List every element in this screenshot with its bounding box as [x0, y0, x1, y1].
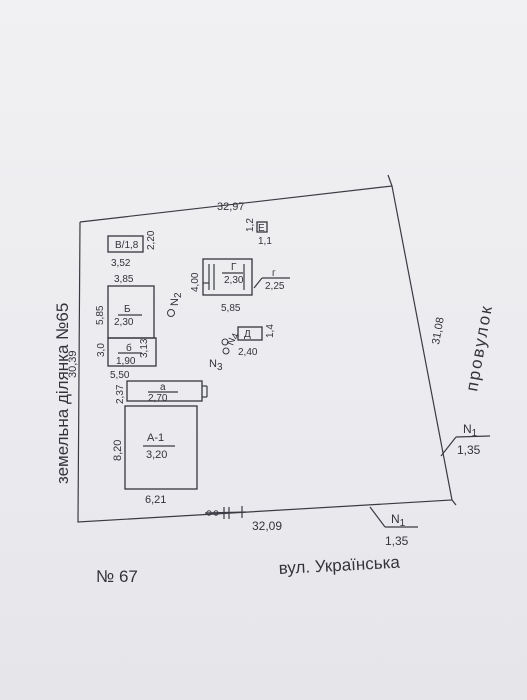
point-n4: N4 [221, 331, 242, 348]
svg-text:1,90: 1,90 [116, 356, 136, 367]
svg-text:2,20: 2,20 [146, 230, 157, 250]
svg-text:1,4: 1,4 [265, 324, 276, 338]
point-nz: N1 1,35 [440, 422, 491, 457]
svg-text:5,85: 5,85 [95, 305, 106, 325]
bottom-length-label: 32,09 [252, 519, 282, 533]
svg-text:1,35: 1,35 [457, 443, 481, 457]
point-n3: N3 [209, 347, 230, 373]
svg-text:3,52: 3,52 [111, 258, 131, 269]
gate-marker [204, 506, 247, 519]
svg-text:8,20: 8,20 [112, 440, 124, 461]
svg-text:а: а [160, 382, 166, 393]
svg-text:5,85: 5,85 [221, 303, 241, 314]
building-e: Е 1,2 1,1 [245, 218, 272, 247]
svg-text:б: б [126, 342, 132, 354]
boundary-extension [387, 174, 393, 187]
svg-text:N1: N1 [463, 422, 478, 439]
left-neighbor-label: земельна ділянка №65 [53, 303, 72, 484]
svg-text:2,70: 2,70 [148, 393, 168, 404]
svg-text:N4: N4 [225, 331, 242, 348]
svg-text:2,30: 2,30 [224, 275, 244, 286]
svg-text:В/1,8: В/1,8 [115, 240, 139, 251]
svg-text:N3: N3 [209, 358, 223, 373]
svg-text:N1: N1 [391, 512, 406, 529]
svg-text:3,13: 3,13 [139, 338, 150, 358]
svg-text:1,35: 1,35 [385, 534, 409, 548]
building-b-upper: 3,85 Б 2,30 5,85 [95, 274, 155, 339]
svg-text:2,30: 2,30 [114, 317, 134, 328]
bottom-left-neighbor-label: № 67 [96, 567, 138, 586]
svg-text:Е: Е [258, 223, 265, 234]
left-length-label: 30,39 [67, 350, 79, 378]
svg-text:3,0: 3,0 [96, 343, 107, 357]
svg-text:3,85: 3,85 [114, 274, 134, 285]
svg-text:3,20: 3,20 [146, 449, 167, 461]
boundary-extension [451, 499, 457, 506]
bottom-street-label: вул. Українська [278, 553, 401, 578]
svg-text:1,2: 1,2 [245, 218, 256, 232]
building-b-lower: б 1,90 5,50 3,0 3,13 [96, 337, 157, 381]
building-v: В/1,8 3,52 2,20 [107, 230, 157, 269]
building-a-small: а 2,70 2,37 [115, 380, 208, 404]
building-d: Д 1,4 2,40 [237, 324, 276, 358]
svg-text:Г: Г [231, 262, 237, 273]
svg-text:6,21: 6,21 [145, 494, 166, 506]
right-street-label: провулок [462, 303, 496, 393]
point-n1: N1 1,35 [369, 506, 418, 548]
svg-text:Д: Д [244, 329, 251, 340]
point-n2: N2 [167, 292, 184, 317]
svg-text:2,40: 2,40 [238, 347, 258, 358]
svg-text:1,1: 1,1 [258, 236, 272, 247]
svg-text:г: г [272, 268, 276, 279]
svg-text:2,37: 2,37 [115, 384, 126, 404]
svg-text:5,50: 5,50 [110, 370, 130, 381]
svg-text:N2: N2 [169, 292, 184, 306]
svg-text:4,00: 4,00 [190, 272, 201, 292]
building-a-main: А-1 3,20 8,20 6,21 [112, 405, 198, 506]
svg-text:А-1: А-1 [147, 432, 164, 444]
svg-text:2,25: 2,25 [265, 281, 285, 292]
right-length-label: 31,08 [430, 316, 447, 345]
svg-text:Б: Б [124, 304, 131, 315]
building-g: Г 2,30 4,00 5,85 г 2,25 [190, 258, 290, 314]
top-length-label: 32,97 [217, 201, 245, 213]
